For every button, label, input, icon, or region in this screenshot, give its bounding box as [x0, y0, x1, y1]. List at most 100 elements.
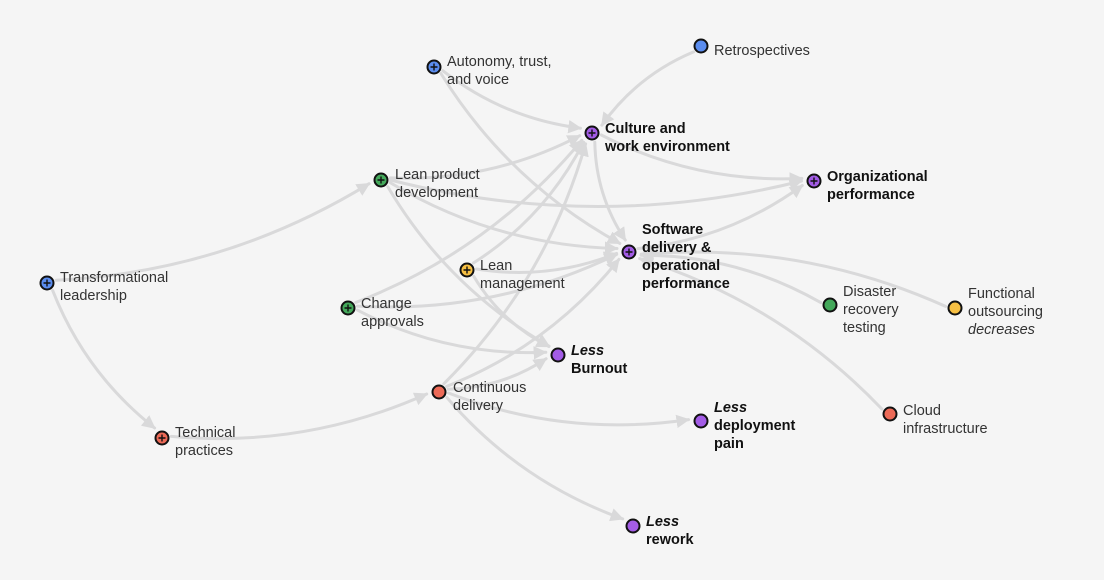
- edge-outsourcing-to-software-delivery: [639, 246, 948, 308]
- node-label-line: Transformational: [60, 270, 168, 286]
- node-label-line: and voice: [447, 72, 509, 88]
- node-label-culture: Culture and work environment: [604, 121, 730, 155]
- plus-icon: [463, 266, 471, 274]
- node-label-line: Functional: [968, 286, 1035, 302]
- edge-change-approvals-to-software-delivery: [355, 252, 619, 309]
- edge-autonomy-to-culture: [441, 69, 582, 134]
- edge-lean-management-to-culture: [471, 140, 586, 265]
- node-rework[interactable]: Less rework: [625, 514, 695, 548]
- node-label-line: Culture and: [605, 121, 686, 137]
- node-marker-deployment-pain[interactable]: [693, 413, 709, 429]
- node-lean-management[interactable]: Lean management: [459, 258, 565, 292]
- node-marker-rework[interactable]: [625, 518, 641, 534]
- node-label-line: delivery &: [642, 240, 712, 256]
- node-label-rework: Less rework: [646, 514, 694, 548]
- plus-icon: [377, 176, 385, 184]
- node-label-line: management: [480, 276, 565, 292]
- node-label-line: work environment: [604, 139, 730, 155]
- edge-continuous-delivery-to-burnout: [446, 357, 548, 391]
- edge-transformational-to-technical-practices: [51, 289, 157, 430]
- plus-icon: [625, 248, 633, 256]
- node-marker-cloud[interactable]: [882, 406, 898, 422]
- edge-disaster-recovery-to-software-delivery: [639, 248, 823, 305]
- node-label-line: practices: [175, 443, 233, 459]
- plus-icon: [430, 63, 438, 71]
- node-marker-disaster-recovery[interactable]: [822, 297, 838, 313]
- edges-layer: [51, 50, 948, 522]
- node-label-line: outsourcing: [968, 304, 1043, 320]
- node-label-line: Lean: [480, 258, 512, 274]
- node-disaster-recovery[interactable]: Disaster recovery testing: [822, 284, 900, 336]
- edge-lean-product-to-software-delivery: [388, 181, 619, 255]
- node-label-line: Disaster: [843, 284, 896, 300]
- node-label-line: Autonomy, trust,: [447, 54, 552, 70]
- edge-autonomy-to-software-delivery: [439, 72, 622, 245]
- nodes-layer: Autonomy, trust, and voice RetrospectivesC…: [39, 38, 1043, 548]
- edge-continuous-delivery-to-rework: [445, 395, 625, 522]
- node-label-outsourcing: Functional outsourcing decreases: [968, 286, 1043, 338]
- node-outsourcing[interactable]: Functional outsourcing decreases: [947, 286, 1043, 338]
- node-technical-practices[interactable]: Technical practices: [154, 425, 236, 459]
- node-retrospectives[interactable]: Retrospectives: [693, 38, 810, 59]
- node-marker-retrospectives[interactable]: [693, 38, 709, 54]
- node-label-line: Change: [361, 296, 412, 312]
- node-label-disaster-recovery: Disaster recovery testing: [843, 284, 899, 336]
- node-marker-continuous-delivery[interactable]: [431, 384, 447, 400]
- node-label-line: deployment: [714, 418, 796, 434]
- node-label-line: Technical: [175, 425, 235, 441]
- edge-change-approvals-to-burnout: [355, 308, 548, 360]
- node-label-line: Lean product: [395, 167, 480, 183]
- node-label-line: performance: [642, 276, 730, 292]
- node-label-change-approvals: Change approvals: [361, 296, 424, 330]
- plus-icon: [588, 129, 596, 137]
- node-marker-outsourcing[interactable]: [947, 300, 963, 316]
- edge-culture-to-software-delivery: [593, 140, 627, 242]
- edge-technical-practices-to-continuous-delivery: [169, 392, 429, 441]
- node-label-line: rework: [646, 532, 694, 548]
- edge-continuous-delivery-to-culture: [442, 142, 589, 386]
- node-label-line: decreases: [968, 322, 1035, 338]
- node-label-line: approvals: [361, 314, 424, 330]
- node-culture[interactable]: Culture and work environment: [584, 121, 731, 155]
- node-label-line: delivery: [453, 398, 504, 414]
- plus-icon: [810, 177, 818, 185]
- node-change-approvals[interactable]: Change approvals: [340, 296, 424, 330]
- edge-continuous-delivery-to-software-delivery: [445, 257, 621, 388]
- edge-lean-product-to-culture: [388, 134, 582, 180]
- node-label-retrospectives: Retrospectives: [714, 43, 810, 59]
- node-label-autonomy: Autonomy, trust, and voice: [447, 54, 552, 88]
- plus-icon: [158, 434, 166, 442]
- node-label-line: Burnout: [571, 361, 628, 377]
- node-label-line: Software: [642, 222, 703, 238]
- node-autonomy[interactable]: Autonomy, trust, and voice: [426, 54, 552, 88]
- node-label-line: operational: [642, 258, 720, 274]
- edge-culture-to-org-performance: [599, 133, 804, 186]
- node-label-line: Retrospectives: [714, 43, 810, 59]
- node-label-line: testing: [843, 320, 886, 336]
- node-label-lean-management: Lean management: [480, 258, 565, 292]
- node-label-line: performance: [827, 187, 915, 203]
- node-label-line: pain: [714, 436, 744, 452]
- edge-cloud-to-software-delivery: [638, 255, 884, 411]
- node-label-technical-practices: Technical practices: [175, 425, 235, 459]
- node-label-line: Less: [646, 514, 679, 530]
- edge-lean-management-to-burnout: [472, 275, 551, 348]
- node-software-delivery[interactable]: Software delivery & operational performance: [621, 222, 730, 292]
- node-label-line: recovery: [843, 302, 899, 318]
- edge-software-delivery-to-org-performance: [636, 184, 804, 251]
- node-marker-burnout[interactable]: [550, 347, 566, 363]
- edge-lean-management-to-software-delivery: [474, 251, 619, 274]
